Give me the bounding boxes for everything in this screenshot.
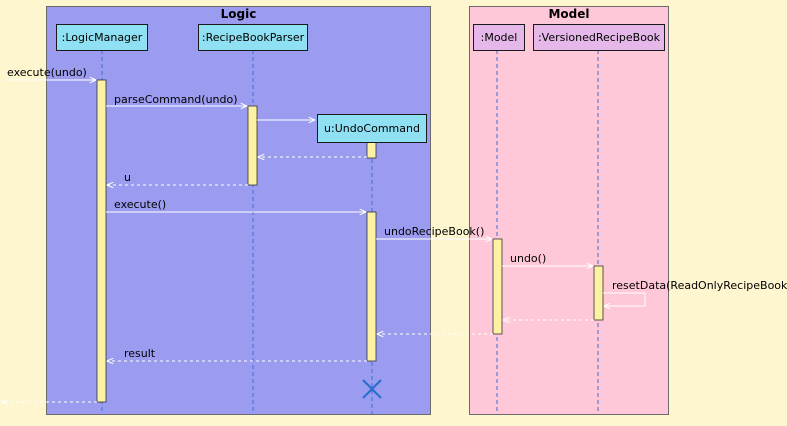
activation-model (492, 238, 503, 335)
message-return-u: u (124, 171, 131, 184)
message-reset-data: resetData(ReadOnlyRecipeBook) (612, 279, 787, 292)
activation-undo-command-2 (366, 211, 377, 362)
participant-undo-command: u:UndoCommand (317, 114, 427, 143)
participant-versioned-recipe-book: :VersionedRecipeBook (533, 24, 665, 51)
arrow-reset-data (603, 292, 646, 306)
participant-logic-manager: :LogicManager (56, 24, 148, 51)
message-execute-undo: execute(undo) (7, 66, 87, 79)
message-undo: undo() (510, 252, 547, 265)
activation-parser (247, 105, 258, 186)
model-frame-title: Model (548, 7, 590, 21)
participant-recipe-book-parser: :RecipeBookParser (198, 24, 308, 51)
participant-model: :Model (473, 24, 525, 51)
activation-undo-command-1 (366, 141, 377, 159)
message-execute: execute() (114, 198, 167, 211)
destroy-x-icon (362, 379, 382, 399)
message-undo-recipe-book: undoRecipeBook() (384, 225, 485, 238)
message-parse-command: parseCommand(undo) (114, 93, 238, 106)
logic-frame-title: Logic (220, 7, 257, 21)
model-frame (469, 6, 669, 415)
activation-logic-manager (96, 79, 107, 403)
activation-versioned-book (593, 265, 604, 321)
message-result: result (124, 347, 156, 360)
